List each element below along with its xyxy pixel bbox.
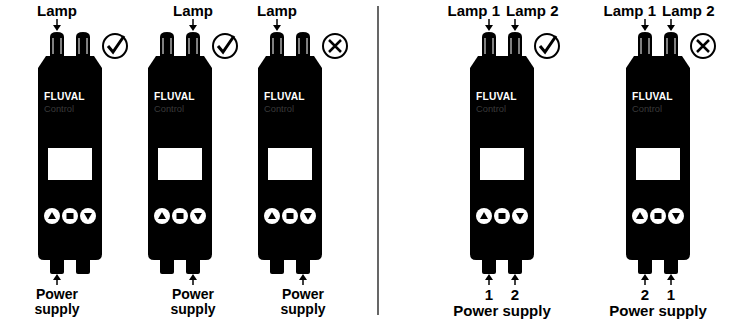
lamp-label: Lamp <box>173 3 213 18</box>
power-label: Power supply <box>163 287 223 317</box>
lamp-label: Lamp <box>37 3 77 18</box>
wrong-mark <box>323 34 347 58</box>
power-label: Power supply <box>273 287 333 317</box>
ok-mark <box>103 34 127 58</box>
controller-outline <box>470 32 534 274</box>
power-label: Power supply <box>609 303 707 318</box>
wrong-mark <box>691 34 715 58</box>
model-name: Control <box>264 103 322 115</box>
port-number: 1 <box>485 287 493 302</box>
model-name: Control <box>154 103 212 115</box>
model-name: Control <box>632 103 690 115</box>
controller-unit: FLUVALControl <box>470 32 534 274</box>
divider-line <box>377 6 378 315</box>
controller-outline <box>258 32 322 274</box>
lamp-label: Lamp 2 <box>506 3 559 18</box>
power-label: Power supply <box>27 287 87 317</box>
power-label: Power supply <box>453 303 551 318</box>
controller-unit: FLUVALControl <box>148 32 212 274</box>
brand-logo: FLUVAL <box>154 90 212 103</box>
lamp-label: Lamp 1 <box>447 3 500 18</box>
brand-logo: FLUVAL <box>632 90 690 103</box>
port-number: 2 <box>641 287 649 302</box>
lamp-label: Lamp <box>257 3 297 18</box>
lamp-label: Lamp 1 <box>603 3 656 18</box>
brand-logo: FLUVAL <box>476 90 534 103</box>
controller-unit: FLUVALControl <box>38 32 102 274</box>
lamp-label: Lamp 2 <box>662 3 715 18</box>
controller-unit: FLUVALControl <box>626 32 690 274</box>
port-number: 1 <box>667 287 675 302</box>
ok-mark <box>535 34 559 58</box>
controller-outline <box>626 32 690 274</box>
model-name: Control <box>44 103 102 115</box>
model-name: Control <box>476 103 534 115</box>
controller-unit: FLUVALControl <box>258 32 322 274</box>
controller-outline <box>38 32 102 274</box>
controller-outline <box>148 32 212 274</box>
brand-logo: FLUVAL <box>264 90 322 103</box>
port-number: 2 <box>511 287 519 302</box>
ok-mark <box>213 34 237 58</box>
leader-arrows <box>53 19 675 285</box>
brand-logo: FLUVAL <box>44 90 102 103</box>
